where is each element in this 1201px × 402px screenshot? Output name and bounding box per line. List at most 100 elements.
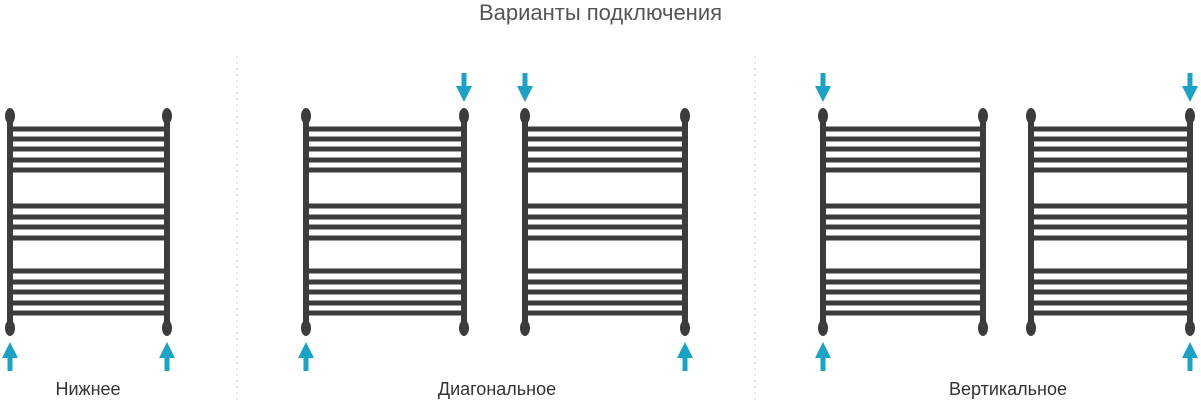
radiator-bar xyxy=(306,268,464,274)
radiator-bar xyxy=(306,157,464,163)
radiator-bar xyxy=(525,300,685,306)
radiator-bar xyxy=(823,224,983,230)
radiator-bar xyxy=(10,279,167,285)
radiator-bar xyxy=(525,224,685,230)
radiator-bar xyxy=(10,224,167,230)
radiator-bar xyxy=(1031,203,1190,209)
rail-cap xyxy=(459,108,469,124)
radiator-bar xyxy=(306,235,464,241)
radiator-bar xyxy=(306,146,464,152)
radiator-bar xyxy=(306,167,464,173)
radiator-bar xyxy=(823,268,983,274)
radiator-bar xyxy=(1031,157,1190,163)
radiator-bar xyxy=(823,279,983,285)
inlet-arrow-down-icon xyxy=(815,73,831,102)
radiator-bar xyxy=(525,203,685,209)
radiator-bar xyxy=(525,126,685,132)
rail-cap xyxy=(1185,108,1195,124)
radiator-bar xyxy=(525,167,685,173)
inlet-arrow-up-icon xyxy=(677,342,693,371)
radiator-bar xyxy=(1031,167,1190,173)
rail-cap xyxy=(1026,108,1036,124)
radiator-bar xyxy=(1031,136,1190,142)
radiator-bar xyxy=(10,167,167,173)
rail-cap xyxy=(520,108,530,124)
radiator-bar xyxy=(10,235,167,241)
radiator-bar xyxy=(306,126,464,132)
radiator-bar xyxy=(525,146,685,152)
towel-radiator xyxy=(1028,116,1193,328)
group-label-vertical: Вертикальное xyxy=(948,379,1068,399)
rail-cap xyxy=(520,320,530,336)
rail-cap xyxy=(818,320,828,336)
radiator-bar xyxy=(1031,300,1190,306)
radiator-bar xyxy=(1031,268,1190,274)
radiator-bar xyxy=(306,203,464,209)
radiator-rail xyxy=(303,116,309,328)
radiator-bar xyxy=(823,126,983,132)
radiator-bar xyxy=(10,310,167,316)
radiator-bar xyxy=(1031,235,1190,241)
radiator-bar xyxy=(525,310,685,316)
towel-radiator xyxy=(820,116,986,328)
radiator-bar xyxy=(10,268,167,274)
group-label-diagonal: Диагональное xyxy=(437,379,557,399)
radiator-bar xyxy=(306,289,464,295)
rail-cap xyxy=(5,108,15,124)
radiator-bar xyxy=(525,279,685,285)
radiator-bar xyxy=(306,214,464,220)
radiator-bar xyxy=(306,300,464,306)
radiator-bar xyxy=(823,136,983,142)
radiator-rail xyxy=(820,116,826,328)
radiator-bar xyxy=(525,214,685,220)
radiator-bar xyxy=(306,279,464,285)
radiator-bar xyxy=(10,126,167,132)
radiator-bar xyxy=(1031,146,1190,152)
radiator-bar xyxy=(10,300,167,306)
radiator-bar xyxy=(10,214,167,220)
rail-cap xyxy=(459,320,469,336)
radiator-bar xyxy=(823,310,983,316)
inlet-arrow-up-icon xyxy=(159,342,175,371)
rail-cap xyxy=(5,320,15,336)
rail-cap xyxy=(301,320,311,336)
radiator-bar xyxy=(10,203,167,209)
rail-cap xyxy=(978,320,988,336)
radiator-rail xyxy=(980,116,986,328)
radiator-bar xyxy=(823,235,983,241)
inlet-arrow-up-icon xyxy=(1182,342,1198,371)
radiator-bar xyxy=(306,224,464,230)
radiator-bar xyxy=(10,146,167,152)
rail-cap xyxy=(1026,320,1036,336)
radiator-bar xyxy=(1031,310,1190,316)
group-label-bottom: Нижнее xyxy=(55,379,121,399)
inlet-arrow-up-icon xyxy=(2,342,18,371)
page-title: Варианты подключения xyxy=(478,0,723,25)
radiator-rail xyxy=(7,116,13,328)
towel-radiator xyxy=(7,116,170,328)
inlet-arrow-down-icon xyxy=(517,73,533,102)
radiator-bar xyxy=(823,157,983,163)
radiator-bar xyxy=(1031,214,1190,220)
inlet-arrow-up-icon xyxy=(815,342,831,371)
towel-radiator xyxy=(522,116,688,328)
radiator-bar xyxy=(10,136,167,142)
radiators xyxy=(2,73,1198,371)
inlet-arrow-down-icon xyxy=(1182,73,1198,102)
radiator-bar xyxy=(525,289,685,295)
inlet-arrow-down-icon xyxy=(456,73,472,102)
radiator-bar xyxy=(823,167,983,173)
inlet-arrow-up-icon xyxy=(298,342,314,371)
radiator-bar xyxy=(1031,279,1190,285)
rail-cap xyxy=(1185,320,1195,336)
radiator-bar xyxy=(823,146,983,152)
radiator-rail xyxy=(1028,116,1034,328)
radiator-bar xyxy=(1031,289,1190,295)
radiator-bar xyxy=(823,289,983,295)
rail-cap xyxy=(680,108,690,124)
radiator-rail xyxy=(164,116,170,328)
radiator-rail xyxy=(461,116,467,328)
radiator-bar xyxy=(10,289,167,295)
rail-cap xyxy=(978,108,988,124)
